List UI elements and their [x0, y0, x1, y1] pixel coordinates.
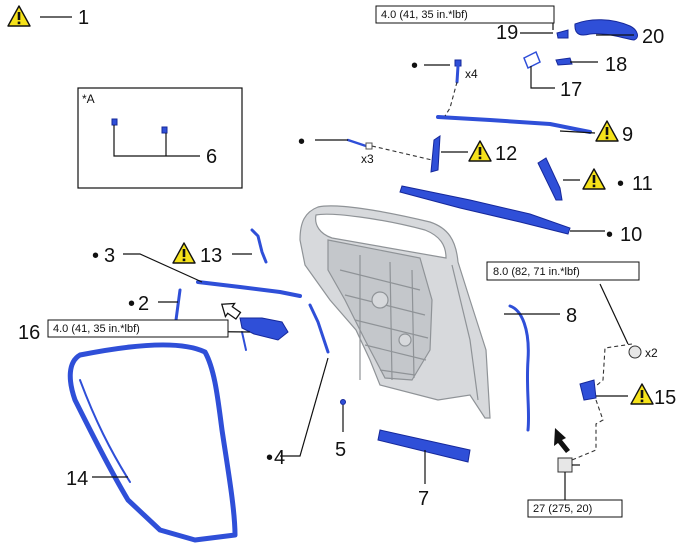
part-2-clip — [174, 288, 182, 322]
part-3-inner-belt — [196, 280, 302, 298]
part-10-window-run — [399, 185, 571, 235]
callout-19: 19 — [496, 22, 518, 44]
part-4-weatherstrip — [308, 303, 330, 354]
bullet: • — [617, 173, 624, 195]
svg-text:4.0 (41, 35 in.*lbf): 4.0 (41, 35 in.*lbf) — [53, 323, 140, 335]
nut-x2 — [628, 345, 642, 359]
warning-icon — [630, 383, 654, 405]
inset-label: *A — [82, 92, 95, 106]
callout-3: 3 — [104, 245, 115, 267]
callout-20: 20 — [642, 26, 664, 48]
part-13-trim — [250, 228, 268, 264]
warning-icon — [595, 120, 619, 142]
part-17-gasket — [523, 50, 541, 70]
qty-x2: x2 — [645, 346, 658, 360]
part-5-plug — [340, 399, 346, 405]
bullet: • — [128, 293, 135, 315]
callout-4: 4 — [274, 447, 285, 469]
callout-14: 14 — [66, 468, 88, 490]
qty-x4: x4 — [465, 67, 478, 81]
outline-arrow-icon — [220, 302, 242, 320]
callout-11: 11 — [632, 173, 653, 195]
screw-x3 — [346, 138, 373, 150]
svg-text:4.0 (41, 35 in.*lbf): 4.0 (41, 35 in.*lbf) — [381, 9, 468, 21]
torque-box-19: 4.0 (41, 35 in.*lbf) — [375, 5, 555, 24]
screw-x4 — [454, 59, 462, 84]
warning-icon — [468, 140, 492, 162]
callout-6: 6 — [206, 146, 217, 168]
part-15-door-check — [579, 379, 597, 401]
svg-text:8.0 (82, 71 in.*lbf): 8.0 (82, 71 in.*lbf) — [493, 266, 580, 278]
torque-box-8: 8.0 (82, 71 in.*lbf) — [486, 261, 640, 281]
callout-2: 2 — [138, 293, 149, 315]
part-16-inside-handle — [239, 317, 289, 351]
part-18-clip — [555, 57, 573, 66]
part-19-handle-cover — [556, 29, 569, 39]
callout-15: 15 — [654, 387, 676, 409]
callout-9: 9 — [622, 124, 633, 146]
warning-icon — [7, 5, 31, 27]
bullet: • — [411, 55, 418, 77]
callout-10: 10 — [620, 224, 642, 246]
callout-18: 18 — [605, 54, 627, 76]
bullet: • — [606, 224, 613, 246]
door-panel — [299, 205, 491, 419]
callout-13: 13 — [200, 245, 222, 267]
part-11-rear-trim — [537, 157, 563, 201]
part-7-lower-seal — [377, 429, 471, 463]
warning-icon — [172, 242, 196, 264]
solid-arrow-icon — [554, 428, 570, 453]
part-14-door-weatherstrip — [67, 342, 238, 543]
part-20-outside-handle — [574, 19, 638, 41]
svg-text:27 (275, 20): 27 (275, 20) — [533, 503, 592, 515]
bullet: • — [92, 245, 99, 267]
part-12-division-bar — [430, 135, 441, 173]
warning-icon — [582, 168, 606, 190]
bolt — [557, 457, 580, 473]
inset-box — [77, 87, 243, 189]
torque-box-16: 4.0 (41, 35 in.*lbf) — [47, 319, 229, 338]
callout-7: 7 — [418, 488, 429, 510]
qty-x3: x3 — [361, 152, 374, 166]
bullet: • — [298, 131, 305, 153]
callout-12: 12 — [495, 143, 517, 165]
bullet: • — [266, 447, 273, 469]
part-9-belt-moulding — [436, 115, 592, 134]
callout-17: 17 — [560, 79, 582, 101]
torque-box-bolt: 27 (275, 20) — [527, 499, 623, 518]
part-8-wire-harness — [508, 304, 531, 432]
callout-1: 1 — [78, 7, 89, 29]
callout-8: 8 — [566, 305, 577, 327]
callout-5: 5 — [335, 439, 346, 461]
callout-16: 16 — [18, 322, 40, 344]
